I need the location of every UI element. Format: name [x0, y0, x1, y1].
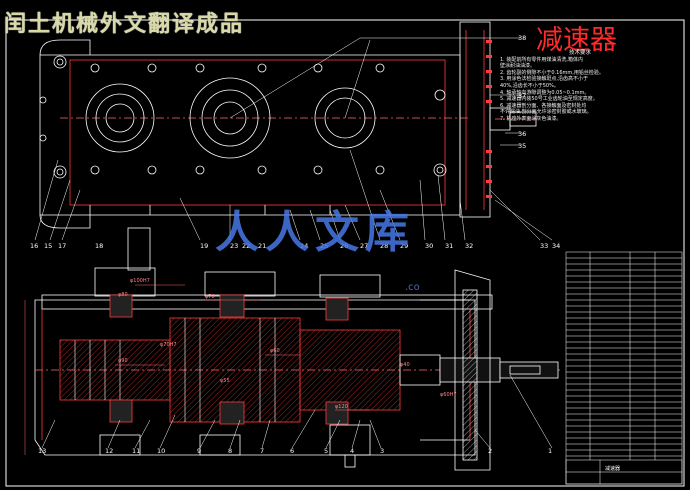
notes-line: 不许漏油,剖分面允许涂密封胶或水玻璃。 — [500, 109, 592, 116]
bottom-callouts: 13 12 11 10 9 8 7 6 5 4 3 2 1 — [38, 447, 552, 455]
callout-label: φ90 — [118, 358, 128, 364]
callout-label: 17 — [58, 242, 66, 250]
callout-label: 36 — [518, 130, 526, 138]
callout-label: 31 — [445, 242, 453, 250]
callout-label: 24 — [300, 242, 308, 250]
callout-label: φ40 — [400, 362, 410, 368]
callout-label: φ55 — [220, 378, 230, 384]
watermark-mid: 人人文库 — [215, 207, 415, 258]
callout-label: φ100H7 — [130, 278, 150, 284]
callout-label: 38 — [518, 34, 526, 42]
notes-line: 1. 装配前所有零件用煤油清洗,箱体内 — [500, 56, 583, 63]
callout-label: φ120 — [335, 404, 348, 410]
notes-line: 2. 齿轮副的侧隙不小于0.16mm,用铅丝检验。 — [500, 69, 604, 76]
callout-label: 3 — [380, 447, 384, 455]
notes-line: 7. 机座外表面涂灰色油漆。 — [500, 115, 562, 122]
callout-label: 32 — [465, 242, 473, 250]
callout-label: 1 — [548, 447, 552, 455]
callout-label: φ60H7 — [440, 392, 457, 398]
notes-line: 壁涂耐油油漆。 — [500, 63, 536, 70]
callout-label: φ70H7 — [160, 342, 177, 348]
notes-line: 6. 减速器剖分面、各接触面及密封处均 — [500, 102, 587, 109]
notes-line: 4. 轴承轴向游隙调整为0.05~0.1mm。 — [500, 89, 590, 96]
callout-label: 28 — [380, 242, 388, 250]
watermark-top: 闰土机械外文翻译成品 — [4, 12, 245, 37]
callout-label: 13 — [38, 447, 46, 455]
callout-label: 4 — [350, 447, 354, 455]
callout-label: φ70 — [205, 294, 215, 300]
callout-label: 25 — [320, 242, 328, 250]
watermark-url: .co — [405, 282, 420, 293]
notes-heading: 技术要求 — [568, 50, 591, 56]
callout-label: 8 — [228, 447, 232, 455]
callout-label: 16 — [30, 242, 38, 250]
callout-label: 15 — [44, 242, 52, 250]
right-callouts: 38 37 36 35 — [518, 34, 526, 150]
drawing-border — [5, 19, 685, 487]
notes-line: 40%,沿齿长不小于50%。 — [500, 82, 559, 89]
callout-label: 2 — [488, 447, 492, 455]
callout-label: 26 — [340, 242, 348, 250]
callout-label: 22 — [242, 242, 250, 250]
bom-table — [565, 251, 683, 485]
top-callouts: 16 15 17 18 19 23 22 21 24 25 26 27 28 29 30 31 32 33 34 — [30, 242, 560, 250]
notes-line: 5. 减速器内装50号工业齿轮油至规定高度。 — [500, 96, 598, 103]
callout-label: 33 — [540, 242, 548, 250]
callout-label: 6 — [290, 447, 294, 455]
callout-label: 35 — [518, 142, 526, 150]
callout-label: φ80 — [118, 292, 128, 298]
technical-notes: 技术要求 1. 装配前所有零件用煤油清洗,箱体内 壁涂耐油油漆。 2. 齿轮副的… — [500, 50, 660, 123]
callout-label: 19 — [200, 242, 208, 250]
drawing-title: 减速器 — [536, 25, 617, 56]
callout-label: 29 — [400, 242, 408, 250]
callout-label: 30 — [425, 242, 433, 250]
dimension-labels: φ100H7 φ80 φ70 φ90 φ60 φ120 φ70H7 φ55 φ40 φ60H7 — [118, 278, 457, 410]
top-view — [34, 21, 553, 241]
front-view — [24, 227, 560, 471]
callout-label: 12 — [105, 447, 113, 455]
callout-label: 21 — [258, 242, 266, 250]
callout-label: 18 — [95, 242, 103, 250]
callout-label: 11 — [132, 447, 140, 455]
callout-label: 7 — [260, 447, 264, 455]
callout-label: 10 — [157, 447, 165, 455]
bom-title: 减速器 — [605, 465, 620, 472]
callout-label: 37 — [518, 92, 526, 100]
callout-label: 27 — [360, 242, 368, 250]
callout-label: 34 — [552, 242, 560, 250]
notes-line: 3. 用涂色法检验接触斑点,沿齿高不小于 — [500, 76, 588, 83]
callout-label: 9 — [197, 447, 201, 455]
callout-label: 23 — [230, 242, 238, 250]
callout-label: 5 — [324, 447, 328, 455]
callout-label: φ60 — [270, 348, 280, 354]
